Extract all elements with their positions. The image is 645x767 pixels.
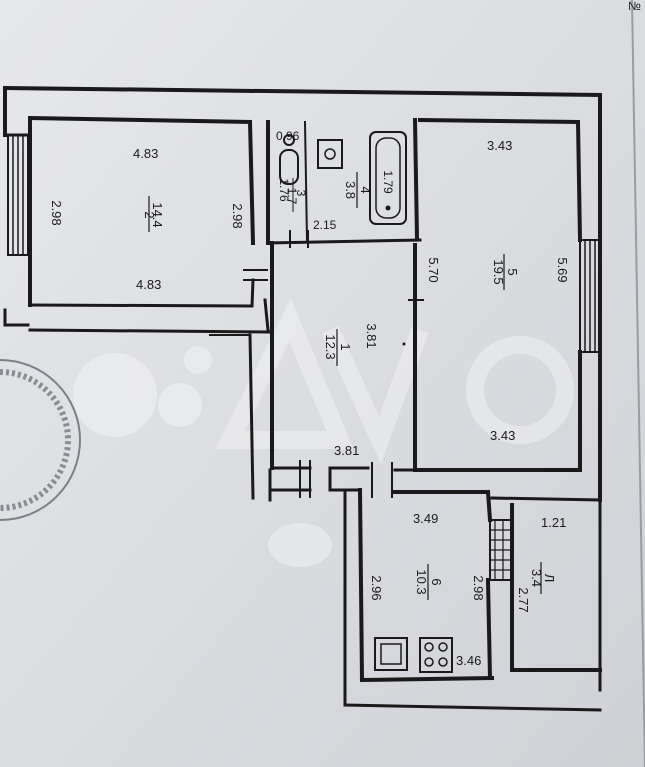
stove-icon (419, 637, 453, 673)
room-l-area: 3.4 (529, 569, 544, 587)
room-2-bottom-dim: 4.83 (136, 277, 161, 292)
room-5-bottom-dim: 3.43 (490, 428, 515, 443)
room-3-area: 1.7 (285, 188, 299, 205)
room-2-top-dim: 4.83 (133, 146, 158, 161)
room-6-top-dim: 3.49 (413, 511, 438, 526)
room-6-bottom-dim: 3.46 (456, 653, 481, 668)
room-2-right-dim: 2.98 (230, 203, 245, 228)
windows (7, 134, 601, 581)
window-kitchen (489, 519, 513, 581)
room-1-number: 1 (338, 343, 353, 350)
room-l-number: Л (542, 574, 557, 583)
room-2-area: 14.4 (150, 202, 165, 227)
room-1-side-dim: 3.81 (364, 323, 379, 348)
room-5-number: 5 (505, 268, 520, 275)
page-marker: № (628, 0, 641, 13)
room-6-left-dim: 2.96 (369, 575, 384, 600)
room-5-left-dim: 5.70 (426, 257, 441, 282)
room-6-area: 10.3 (414, 569, 429, 594)
room-4-number: 4 (358, 186, 373, 193)
room-6-number: 6 (429, 578, 444, 585)
room-5-top-dim: 3.43 (487, 138, 512, 153)
room-l-top-dim: 1.21 (541, 515, 566, 530)
toilet-icon (279, 134, 299, 185)
room-l-right-dim: 2.77 (516, 587, 531, 612)
bathtub-dim: 1.79 (381, 170, 395, 194)
room-1-marker-dot (402, 342, 406, 346)
stamp (0, 359, 81, 521)
doors (243, 230, 424, 498)
window-left (7, 134, 29, 256)
room-3-height-dim: 1.76 (277, 178, 291, 202)
room-6-right-dim: 2.98 (471, 575, 486, 600)
sink-icon (317, 139, 343, 169)
room-4-bottom-dim: 2.15 (313, 218, 337, 232)
kitchen-sink-icon (374, 637, 408, 671)
bathtub-icon (369, 131, 407, 225)
room-5-area: 19.5 (491, 259, 506, 284)
room-4-area: 3.8 (343, 181, 358, 199)
room-1-bottom-dim: 3.81 (334, 443, 359, 458)
room-3-number: 3 (294, 190, 308, 197)
page-edge (631, 0, 645, 767)
room-5-right-dim: 5.69 (555, 257, 570, 282)
watermark (73, 298, 574, 567)
room-3-corner-dim: 0.96 (276, 129, 300, 143)
window-right (579, 239, 601, 353)
room-2-left-dim: 2.98 (49, 200, 64, 225)
fixtures (279, 131, 453, 673)
room-1-area: 12.3 (323, 334, 338, 359)
